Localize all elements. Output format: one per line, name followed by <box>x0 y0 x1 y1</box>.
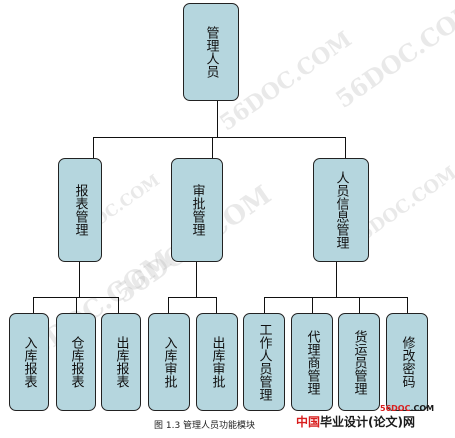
node-staff-management: 工作人员管理 <box>243 313 285 411</box>
connector-line <box>407 297 408 313</box>
brand-logo: 中国毕业设计(论文)网 <box>296 413 415 430</box>
node-outbound-report: 出库报表 <box>101 313 141 411</box>
connector-line <box>196 262 197 298</box>
connector-line <box>93 137 94 158</box>
node-label: 审批管理 <box>189 184 205 236</box>
node-change-password: 修改密码 <box>386 313 428 411</box>
node-label: 管理人员 <box>203 26 219 78</box>
figure-caption: 图 1.3 管理人员功能模块 <box>154 421 256 431</box>
connector-line <box>118 297 119 313</box>
brand-part1: 中国 <box>296 415 321 429</box>
connector-line <box>76 297 77 313</box>
node-inbound-report: 入库报表 <box>9 313 49 411</box>
node-agent-management: 代理商管理 <box>291 313 333 411</box>
node-label: 仓库报表 <box>68 336 84 388</box>
node-warehouse-report: 仓库报表 <box>56 313 96 411</box>
node-inbound-approval: 入库审批 <box>148 313 190 411</box>
node-label: 入库审批 <box>161 336 177 388</box>
node-report-management: 报表管理 <box>58 158 102 262</box>
node-label: 修改密码 <box>399 336 415 388</box>
connector-line <box>216 297 217 313</box>
node-label: 入库报表 <box>21 336 37 388</box>
node-label: 报表管理 <box>72 184 88 236</box>
node-freight-management: 货运员管理 <box>338 313 380 411</box>
node-label: 出库报表 <box>113 336 129 388</box>
node-root: 管理人员 <box>183 3 239 101</box>
connector-line <box>264 297 408 298</box>
connector-line <box>336 262 337 298</box>
connector-line <box>93 137 346 138</box>
connector-line <box>217 100 218 138</box>
node-label: 出库审批 <box>209 336 225 388</box>
node-outbound-approval: 出库审批 <box>196 313 238 411</box>
node-label: 工作人员管理 <box>256 323 272 401</box>
watermark: 56DOC.COM <box>330 0 455 114</box>
connector-line <box>33 297 34 313</box>
brand-url-rest: .COM <box>410 404 435 413</box>
node-approval-management: 审批管理 <box>171 158 223 262</box>
connector-line <box>359 297 360 313</box>
node-label: 货运员管理 <box>351 329 367 395</box>
connector-line <box>212 137 213 158</box>
connector-line <box>168 297 217 298</box>
brand-url-red: 56DOC <box>380 404 411 413</box>
connector-line <box>264 297 265 313</box>
node-label: 代理商管理 <box>304 329 320 395</box>
connector-line <box>312 297 313 313</box>
connector-line <box>168 297 169 313</box>
node-personnel-management: 人员信息管理 <box>313 158 369 262</box>
connector-line <box>345 137 346 158</box>
brand-url: 56DOC.COM <box>380 404 434 413</box>
brand-part2: 毕业设计(论文)网 <box>320 415 415 429</box>
connector-line <box>79 262 80 298</box>
node-label: 人员信息管理 <box>333 171 349 249</box>
